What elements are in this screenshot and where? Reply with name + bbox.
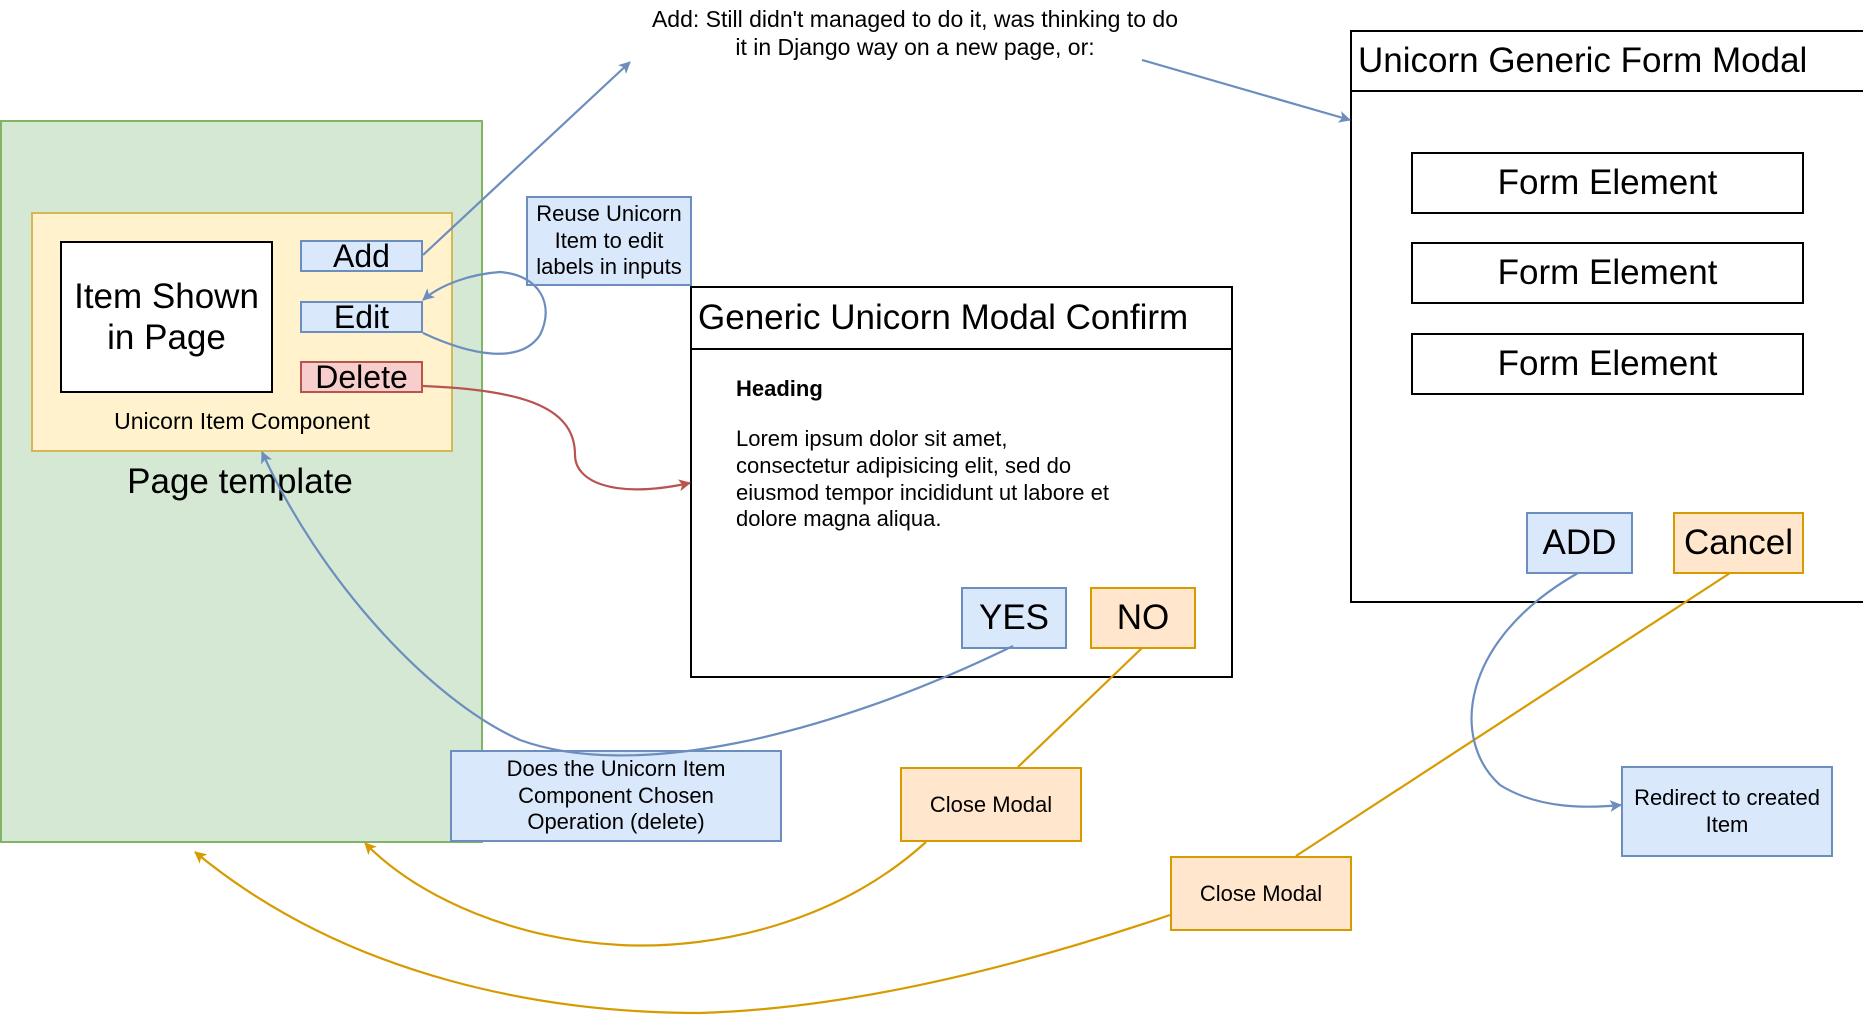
arrow-add-to-redirect [1470, 572, 1622, 813]
redirect-note: Redirect to created Item [1621, 766, 1833, 857]
confirm-modal-title: Generic Unicorn Modal Confirm [692, 288, 1231, 350]
close-modal-confirm-note: Close Modal [900, 767, 1082, 842]
item-shown-in-page: Item Shown in Page [60, 241, 273, 393]
reuse-note-line-1: Reuse Unicorn [536, 200, 682, 226]
reuse-note-line-2: Item to edit [554, 227, 664, 253]
does-note-line-3: Operation (delete) [527, 809, 705, 835]
add-note: Add: Still didn't managed to do it, was … [600, 6, 1230, 61]
body-line-1: Lorem ipsum dolor sit amet, [736, 426, 1008, 451]
confirm-modal: Generic Unicorn Modal Confirm Heading Lo… [690, 286, 1233, 678]
body-line-4: dolore magna aliqua. [736, 506, 942, 532]
arrow-delete-to-confirm [422, 384, 691, 492]
arrow-add-to-note [422, 61, 631, 256]
arrow-note-to-form-modal [1141, 58, 1351, 123]
close-modal-form-note: Close Modal [1170, 856, 1352, 931]
form-modal: Unicorn Generic Form Modal Form Element … [1350, 30, 1863, 603]
item-component-label: Unicorn Item Component [114, 407, 370, 434]
form-element-1[interactable]: Form Element [1411, 152, 1804, 214]
form-element-3[interactable]: Form Element [1411, 333, 1804, 395]
form-add-button[interactable]: ADD [1526, 512, 1633, 574]
confirm-modal-body: Lorem ipsum dolor sit amet, consectetur … [736, 426, 1216, 533]
item-shown-line-2: in Page [107, 318, 226, 357]
redirect-note-line-1: Redirect to created [1634, 784, 1820, 810]
line-no-to-close [1017, 647, 1143, 768]
page-template-label: Page template [127, 462, 353, 501]
reuse-note-line-3: labels in inputs [536, 254, 682, 280]
arrow-close-confirm-to-page [364, 841, 927, 947]
body-line-3: eiusmod tempor incididunt ut labore et [736, 479, 1109, 505]
form-element-2[interactable]: Form Element [1411, 242, 1804, 304]
redirect-note-line-2: Item [1705, 811, 1749, 837]
confirm-modal-heading: Heading [736, 376, 823, 401]
item-shown-line-1: Item Shown [74, 276, 259, 316]
yes-button[interactable]: YES [961, 587, 1067, 649]
no-button[interactable]: NO [1090, 587, 1196, 649]
line-cancel-to-close [1295, 572, 1731, 857]
edit-button[interactable]: Edit [300, 299, 423, 335]
arrow-yes-to-component [260, 451, 1014, 757]
body-line-2: consectetur adipisicing elit, sed do [736, 452, 1072, 478]
arrow-close-form-to-page [194, 851, 1171, 1015]
reuse-item-note: Reuse Unicorn Item to edit labels in inp… [526, 196, 692, 286]
add-button[interactable]: Add [300, 238, 423, 274]
arrow-edit-loop [422, 270, 547, 355]
form-cancel-button[interactable]: Cancel [1673, 512, 1804, 574]
add-note-line-2: it in Django way on a new page, or: [735, 33, 1095, 60]
does-note-line-2: Component Chosen [518, 782, 714, 808]
does-operation-note: Does the Unicorn Item Component Chosen O… [450, 750, 782, 842]
does-note-line-1: Does the Unicorn Item [506, 755, 726, 781]
form-modal-title: Unicorn Generic Form Modal [1352, 32, 1863, 92]
add-note-line-1: Add: Still didn't managed to do it, was … [651, 6, 1179, 32]
delete-button[interactable]: Delete [300, 359, 423, 395]
